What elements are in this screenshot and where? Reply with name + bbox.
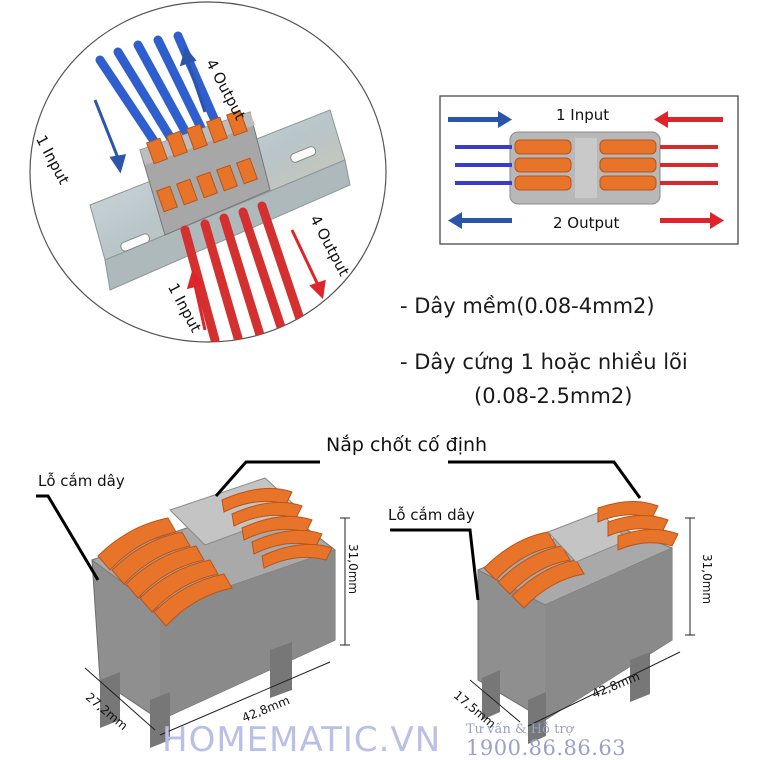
spec-soft-wire: - Dây mềm(0.08-4mm2) [400, 294, 655, 318]
spec-solid-wire: - Dây cứng 1 hoặc nhiều lõi [400, 350, 688, 374]
brand-watermark: HOMEMATIC.VN [162, 720, 442, 760]
label-output-right: 2 Output [553, 214, 620, 232]
dim-height-left: 31,0mm [346, 544, 360, 595]
dim-height-right: 31,0mm [700, 554, 714, 605]
brand-tagline: Tư vấn & Hỗ trợ [466, 722, 574, 737]
brand-hotline: 1900.86.86.63 [466, 736, 627, 760]
label-wire-hole-left: Lỗ cắm dây [38, 472, 125, 490]
label-cap-lock: Nắp chốt cố định [326, 434, 488, 456]
product-right-drawing [390, 501, 695, 744]
label-input-right: 1 Input [556, 106, 610, 124]
label-wire-hole-right: Lỗ cắm dây [388, 506, 475, 524]
spec-solid-wire-range: (0.08-2.5mm2) [474, 384, 633, 408]
product-left-drawing [36, 460, 642, 748]
